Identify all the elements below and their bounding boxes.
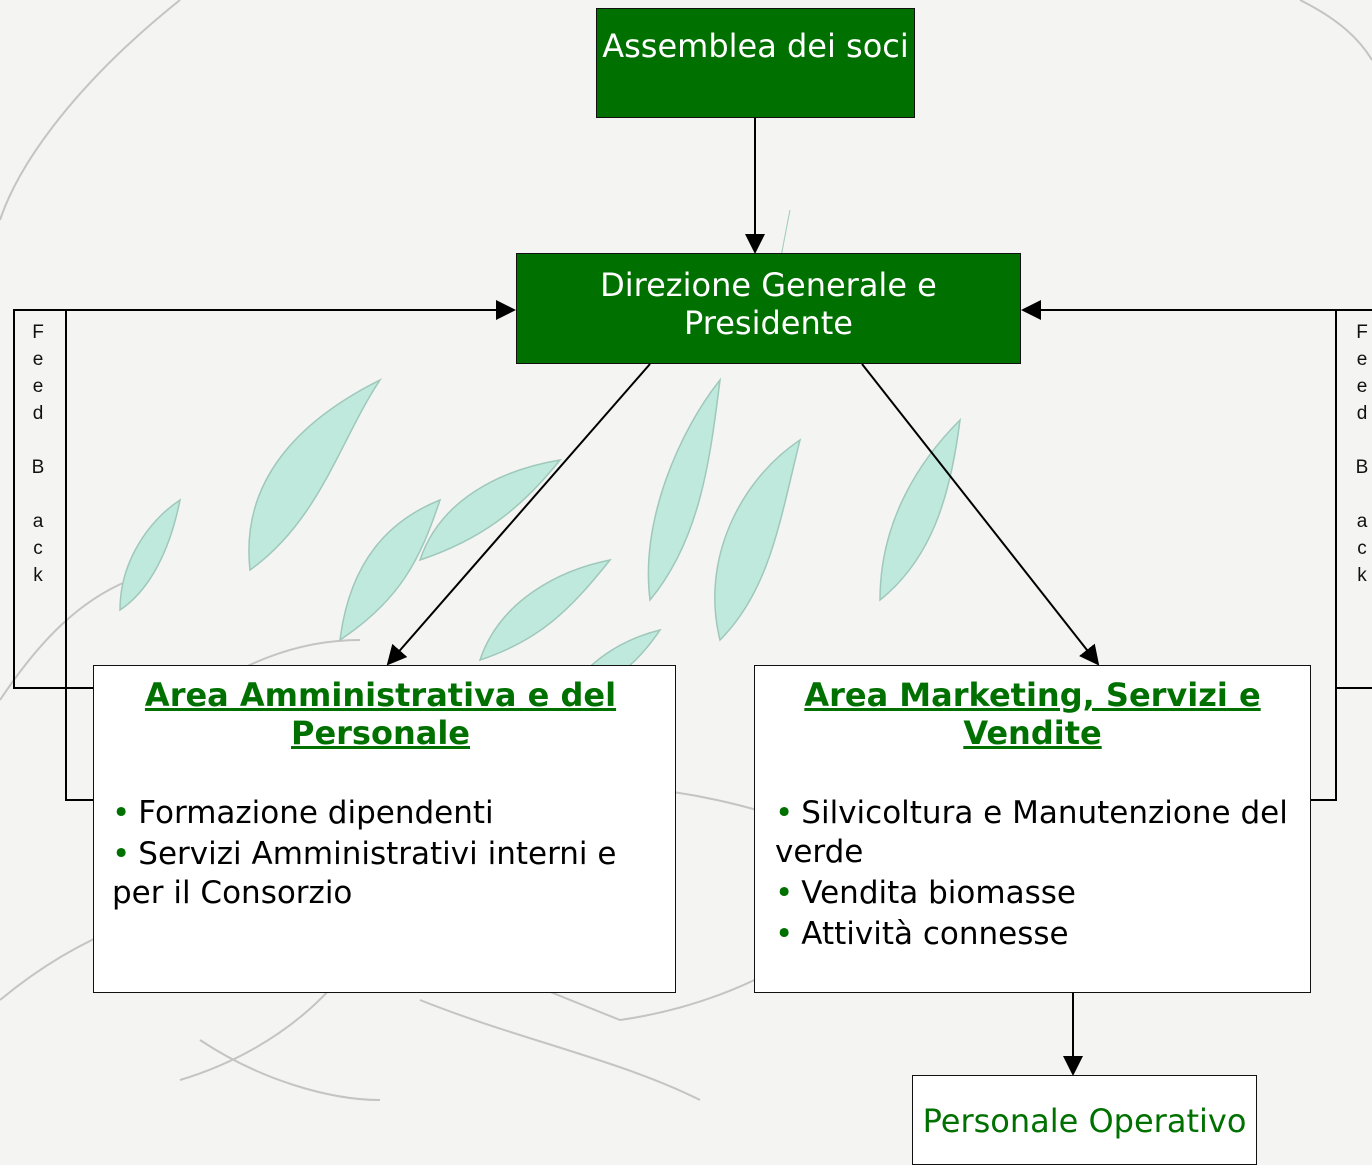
node-direzione-generale: Direzione Generale e Presidente bbox=[516, 253, 1021, 364]
feedback-letter: d bbox=[1356, 403, 1368, 424]
node-personale-operativo: Personale Operativo bbox=[912, 1075, 1257, 1165]
list-item: •Servizi Amministrativi interni e per il… bbox=[112, 835, 649, 913]
area-item-list: •Formazione dipendenti •Servizi Amminist… bbox=[112, 794, 649, 913]
feedback-letter: F bbox=[1356, 322, 1368, 343]
list-item-text: Silvicoltura e Manutenzione del verde bbox=[775, 795, 1288, 870]
feedback-letter bbox=[1342, 482, 1372, 509]
feedback-letter: e bbox=[32, 349, 44, 370]
bullet-icon: • bbox=[775, 875, 794, 911]
node-assemblea-dei-soci: Assemblea dei soci bbox=[596, 8, 915, 118]
list-item-text: Formazione dipendenti bbox=[138, 795, 494, 831]
list-item-text: Vendita biomasse bbox=[801, 875, 1076, 911]
feedback-letter: e bbox=[1356, 376, 1368, 397]
feedback-letter: F bbox=[32, 322, 44, 343]
list-item-text: Attività connesse bbox=[801, 916, 1069, 952]
area-title: Area Marketing, Servizi e Vendite bbox=[804, 676, 1261, 752]
area-item-list: •Silvicoltura e Manutenzione del verde •… bbox=[775, 794, 1290, 954]
feedback-letter: B bbox=[31, 457, 45, 478]
node-area-amministrativa: Area Amministrativa e del Personale •For… bbox=[93, 665, 676, 993]
node-label: Personale Operativo bbox=[922, 1102, 1247, 1140]
feedback-letter: e bbox=[32, 376, 44, 397]
area-title: Area Amministrativa e del Personale bbox=[144, 676, 617, 752]
feedback-letter: c bbox=[33, 538, 43, 559]
feedback-letter: e bbox=[1356, 349, 1368, 370]
bullet-icon: • bbox=[775, 916, 794, 952]
feedback-letter: B bbox=[1355, 457, 1369, 478]
bullet-icon: • bbox=[112, 836, 131, 872]
node-label: Direzione Generale e Presidente bbox=[600, 266, 937, 342]
feedback-letter: c bbox=[1357, 538, 1367, 559]
feedback-letter: k bbox=[33, 565, 43, 586]
bullet-icon: • bbox=[775, 795, 794, 831]
feedback-letter bbox=[18, 428, 58, 455]
list-item: •Formazione dipendenti bbox=[112, 794, 649, 833]
node-area-marketing: Area Marketing, Servizi e Vendite •Silvi… bbox=[754, 665, 1311, 993]
feedback-letter: a bbox=[32, 511, 44, 532]
feedback-label-right: F e e d B a c k bbox=[1342, 320, 1372, 590]
feedback-label-left: F e e d B a c k bbox=[18, 320, 58, 590]
node-label: Assemblea dei soci bbox=[602, 27, 909, 65]
list-item-text: Servizi Amministrativi interni e per il … bbox=[112, 836, 617, 911]
list-item: •Vendita biomasse bbox=[775, 874, 1290, 913]
feedback-letter bbox=[1342, 428, 1372, 455]
feedback-letter: a bbox=[1356, 511, 1368, 532]
bullet-icon: • bbox=[112, 795, 131, 831]
list-item: •Attività connesse bbox=[775, 915, 1290, 954]
feedback-letter: d bbox=[32, 403, 44, 424]
list-item: •Silvicoltura e Manutenzione del verde bbox=[775, 794, 1290, 872]
feedback-letter: k bbox=[1357, 565, 1367, 586]
feedback-letter bbox=[18, 482, 58, 509]
